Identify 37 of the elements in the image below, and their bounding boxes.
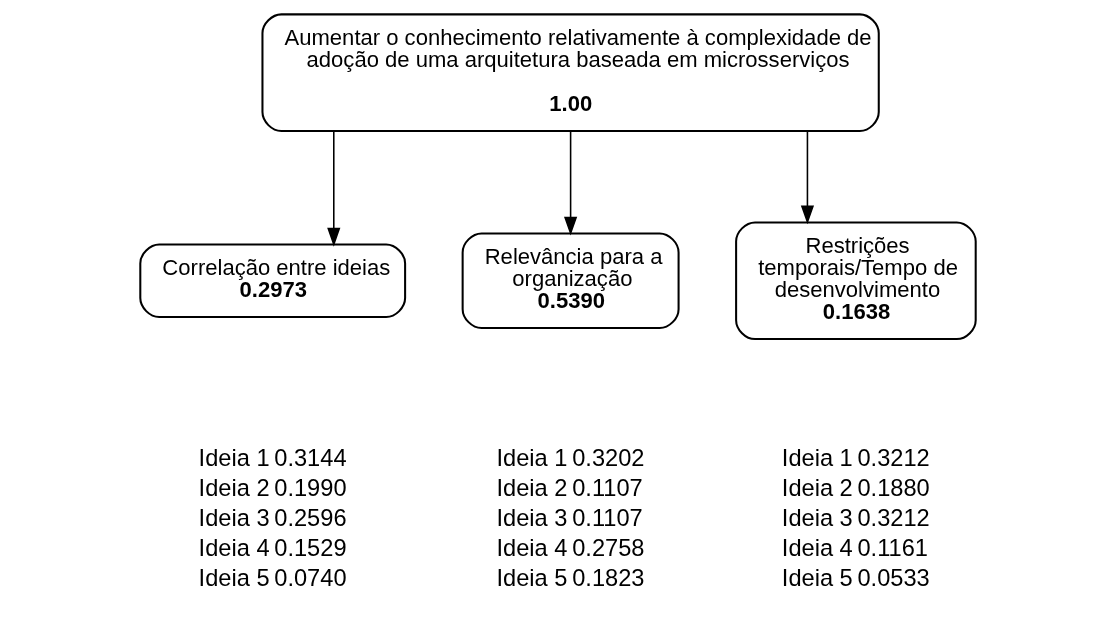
label: 0.2758 (572, 534, 645, 561)
arrow (563, 130, 578, 236)
node-box: Relevância para a organização 0.5390 (461, 232, 680, 330)
label: 0.1990 (274, 474, 347, 501)
label: Ideia 1 (198, 444, 270, 471)
label: 0.0740 (274, 564, 347, 591)
label: Ideia 5 (496, 564, 568, 591)
label: 0.1823 (572, 564, 645, 591)
node-box: Aumentar o conhecimento relativamente à complexidade de adoção de uma arquitetura baseada em microsserviços 1.00 (261, 13, 880, 133)
label: Ideia 1 (781, 444, 853, 471)
label: Ideia 3 (781, 504, 853, 531)
arrow (800, 130, 815, 225)
label: Ideia 3 (198, 504, 270, 531)
label: 0.3212 (857, 504, 930, 531)
label: Ideia 5 (198, 564, 270, 591)
label: 0.1529 (274, 534, 347, 561)
node-box: Restrições temporais/Tempo de desenvolvimento 0.1638 (735, 221, 977, 341)
label: Ideia 2 (781, 474, 853, 501)
label: Ideia 4 (496, 534, 568, 561)
label: Ideia 3 (496, 504, 568, 531)
label: 0.1161 (857, 534, 928, 561)
label: 0.1107 (572, 474, 643, 501)
label: 0.3212 (857, 444, 930, 471)
label: 0.1880 (857, 474, 930, 501)
label: 0.2596 (274, 504, 347, 531)
label: 0.3144 (274, 444, 347, 471)
label: Ideia 1 (496, 444, 568, 471)
node-box: Correlação entre ideias 0.2973 (139, 243, 407, 319)
label: 0.1107 (572, 504, 643, 531)
label: 0.0533 (857, 564, 930, 591)
label: 0.3202 (572, 444, 645, 471)
label: Ideia 4 (781, 534, 853, 561)
arrow (327, 130, 341, 247)
label: Ideia 4 (198, 534, 270, 561)
label: Ideia 2 (198, 474, 270, 501)
label: Ideia 2 (496, 474, 568, 501)
label: Ideia 5 (781, 564, 853, 591)
